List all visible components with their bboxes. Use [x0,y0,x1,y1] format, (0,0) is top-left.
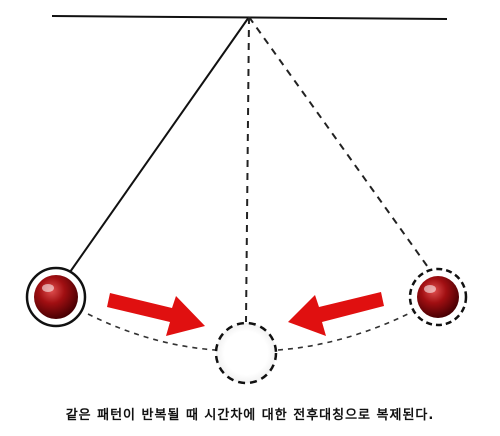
right-pendulum-string [248,16,431,271]
diagram-caption: 같은 패턴이 반복될 때 시간차에 대한 전후대칭으로 복제된다. [65,408,435,423]
right-bob [408,267,468,327]
center-pendulum-string [245,16,250,323]
left-arrow [107,293,205,336]
right-arrow [288,292,384,336]
left-pendulum-string [69,16,250,273]
center-bob [214,321,278,385]
left-bob [25,266,87,328]
swing-arc [87,311,413,351]
